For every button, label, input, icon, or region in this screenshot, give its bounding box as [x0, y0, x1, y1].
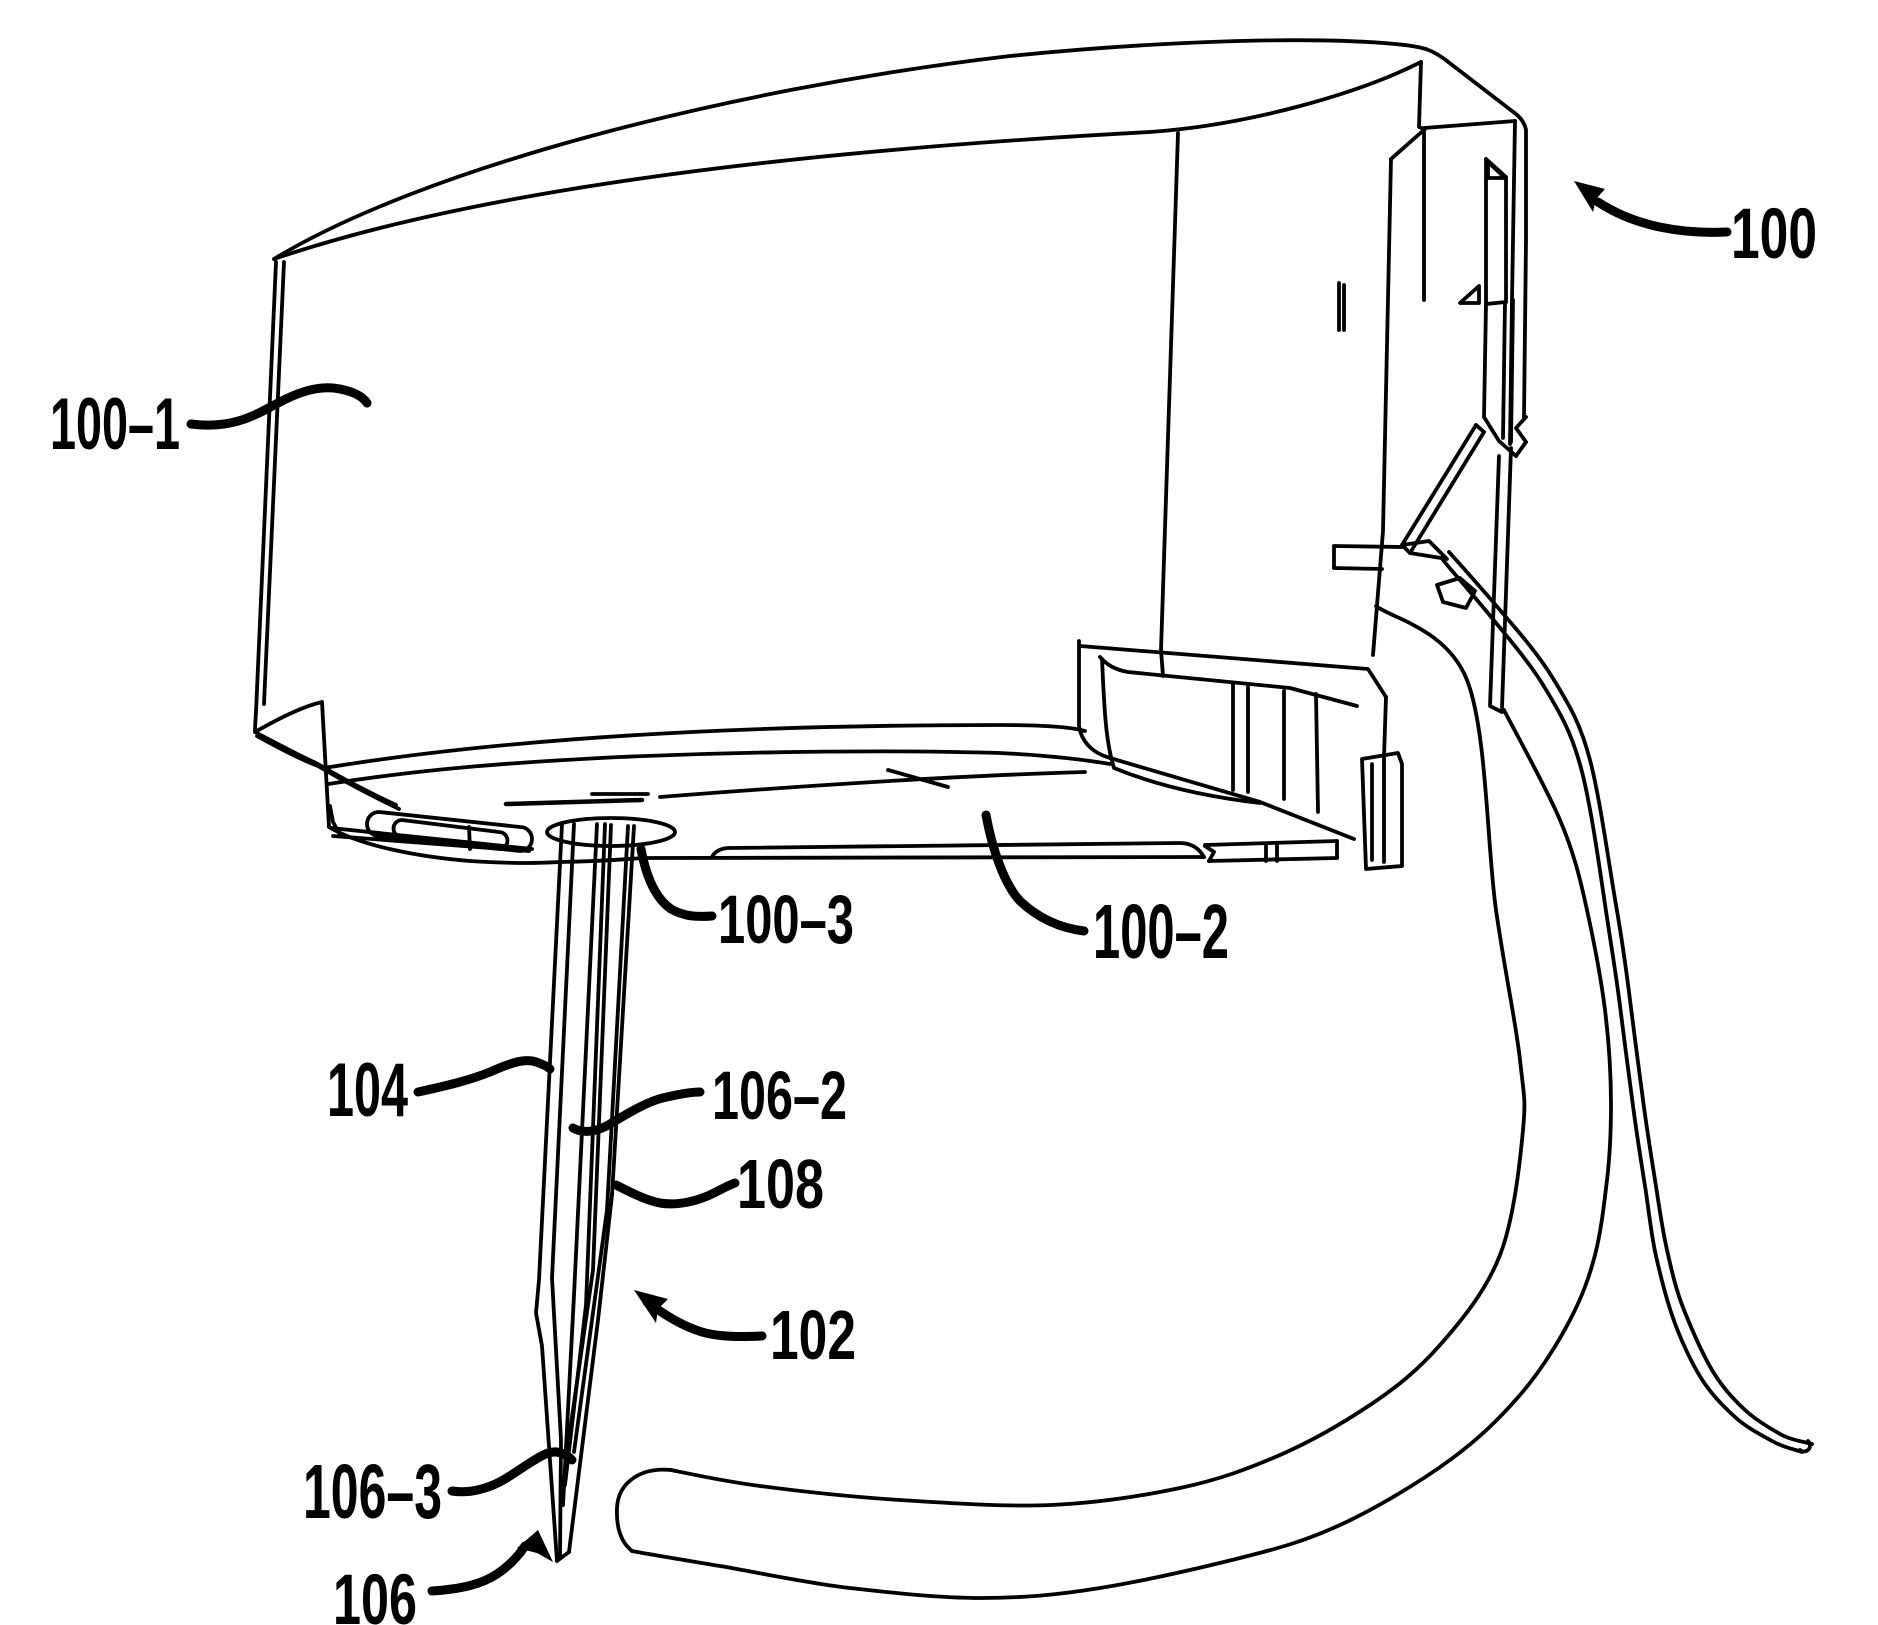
svg-text:104: 104 — [327, 1048, 408, 1133]
svg-text:106–3: 106–3 — [303, 1449, 442, 1535]
svg-text:100–3: 100–3 — [718, 881, 854, 958]
svg-text:106–2: 106–2 — [712, 1057, 847, 1134]
svg-text:100–2: 100–2 — [1093, 889, 1229, 975]
svg-text:108: 108 — [737, 1145, 824, 1223]
svg-text:106: 106 — [333, 1560, 417, 1625]
svg-text:100–1: 100–1 — [50, 384, 180, 465]
svg-text:100: 100 — [1731, 194, 1817, 274]
svg-text:102: 102 — [770, 1296, 856, 1374]
